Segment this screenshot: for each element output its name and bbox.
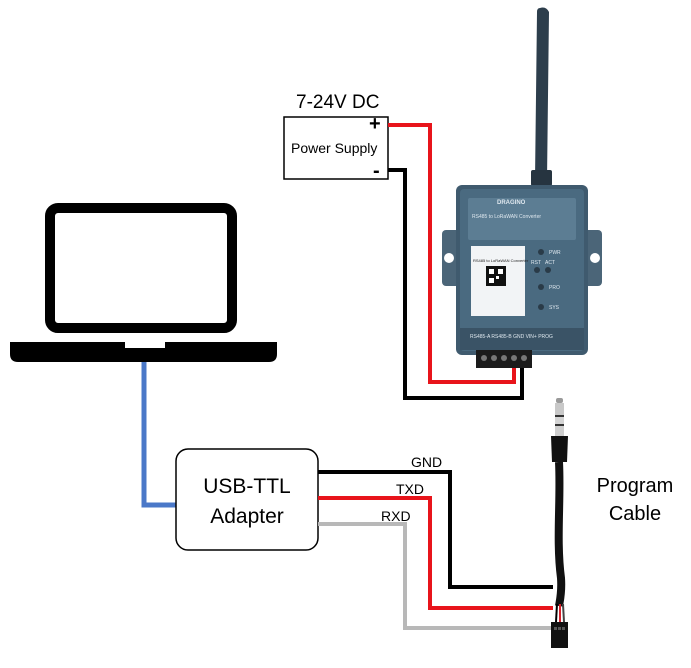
txd-wire (318, 496, 553, 610)
power-supply-minus: - (373, 160, 380, 182)
power-supply-plus: + (369, 113, 381, 135)
device-sticker-title: RS485 to LoRaWAN Converter (473, 258, 529, 263)
device-brand: DRAGINO (497, 200, 526, 206)
led-label-pro: PRO (549, 285, 560, 291)
gnd-label: GND (411, 454, 443, 470)
power-positive-wire (388, 123, 516, 384)
usb-ttl-label: USB-TTL Adapter (203, 475, 291, 528)
device-terminal-labels: RS485-A RS485-B GND VIN+ PROG (470, 334, 553, 340)
led-label-rst: RST (531, 260, 541, 266)
laptop-icon (10, 203, 277, 362)
rxd-wire (318, 522, 553, 630)
device-title: RS485 to LoRaWAN Converter (472, 214, 542, 220)
lorawan-converter-device (442, 7, 602, 368)
program-cable-icon (551, 398, 568, 648)
gnd-wire (318, 470, 553, 589)
rxd-label: RXD (381, 508, 411, 524)
power-negative-wire (388, 168, 524, 400)
program-cable-label: Program Cable (596, 475, 674, 525)
led-label-act: ACT (545, 260, 555, 266)
power-supply-label: Power Supply (291, 140, 378, 156)
usb-cable-wire (141, 362, 176, 508)
txd-label: TXD (396, 481, 424, 497)
led-label-sys: SYS (549, 305, 560, 311)
power-supply-voltage: 7-24V DC (296, 92, 380, 113)
power-supply-box (283, 116, 389, 180)
led-label-pwr: PWR (549, 250, 561, 256)
